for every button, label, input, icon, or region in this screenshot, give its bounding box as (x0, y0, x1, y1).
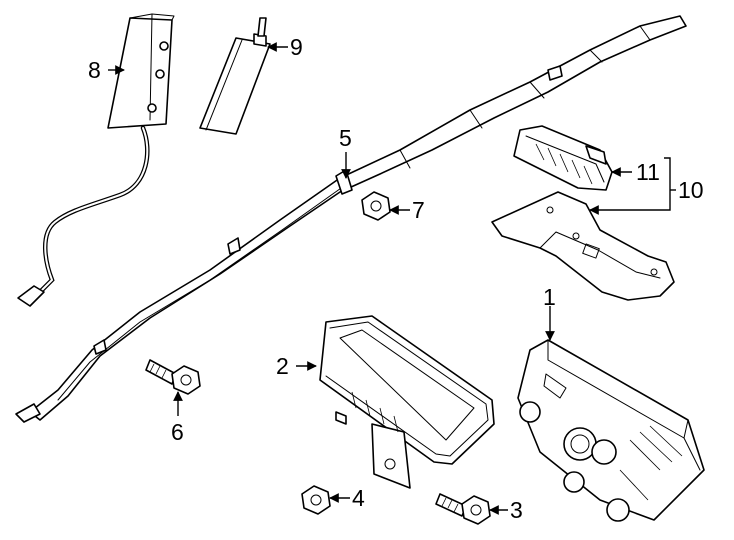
part-5-curtain-airbag (15, 15, 687, 423)
part-7-nut (361, 191, 391, 221)
callout-2: 2 (276, 353, 289, 379)
part-8-side-airbag-module (17, 13, 175, 307)
part-10-bracket (491, 191, 675, 301)
callout-8: 8 (88, 57, 101, 83)
callout-5: 5 (339, 125, 352, 151)
part-11-connector (513, 125, 613, 191)
callout-leaders (108, 42, 676, 515)
part-6-bolt (145, 359, 201, 395)
callout-10: 10 (678, 177, 704, 203)
callout-6: 6 (171, 419, 184, 445)
callout-9: 9 (290, 34, 303, 60)
callout-3: 3 (510, 497, 523, 523)
part-2-passenger-airbag (319, 315, 495, 489)
part-3-bolt (435, 493, 491, 525)
callout-1: 1 (543, 284, 556, 310)
callout-labels: 1 2 3 4 5 6 7 8 9 10 11 (88, 34, 704, 523)
part-1-airbag-module (517, 339, 705, 522)
part-4-nut (301, 485, 331, 515)
callout-7: 7 (412, 197, 425, 223)
part-9-inflator (199, 17, 271, 135)
callout-11: 11 (636, 159, 660, 185)
callout-4: 4 (352, 485, 365, 511)
